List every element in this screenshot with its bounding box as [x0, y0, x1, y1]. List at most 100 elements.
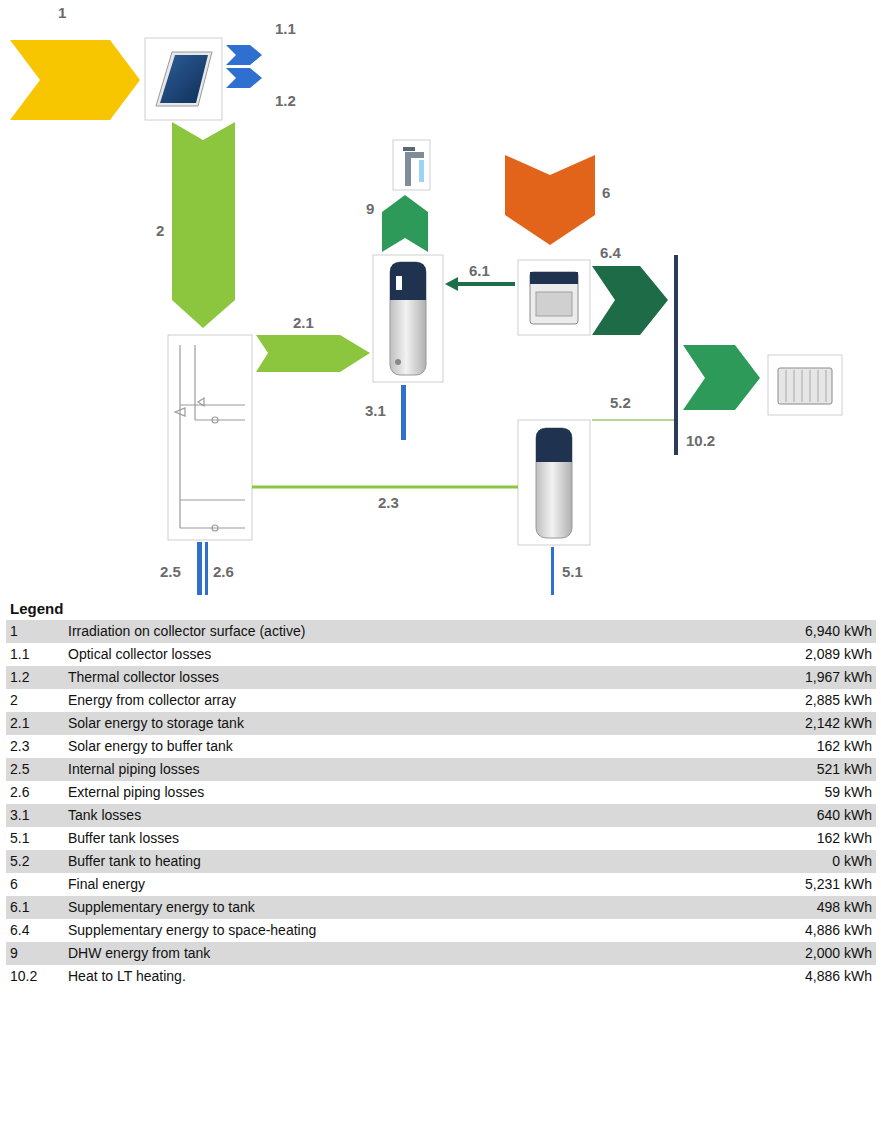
buffer-tank-frame — [518, 420, 590, 545]
final-energy-arrow — [505, 155, 595, 245]
table-description: External piping losses — [68, 781, 204, 804]
table-number: 6.1 — [10, 896, 29, 919]
hydraulic-piping — [175, 345, 245, 531]
table-row: 3.1Tank losses640 kWh — [6, 804, 876, 827]
callout-number: 2.6 — [213, 563, 234, 581]
table-row: 2 Energy from collector array 2,885 kWh — [6, 689, 876, 712]
thermal-loss-arrow — [226, 68, 262, 88]
table-description: Solar energy to buffer tank — [68, 735, 233, 758]
table-row: 9DHW energy from tank2,000 kWh — [6, 942, 876, 965]
table-value: 5,231 kWh — [805, 873, 872, 896]
callout-number: 2 — [156, 222, 164, 240]
tap-body — [405, 152, 424, 186]
collector-panel — [160, 55, 208, 103]
table-number: 5.2 — [10, 850, 29, 873]
table-number: 6 — [10, 873, 18, 896]
table-number: 2 — [10, 689, 18, 712]
table-description: Solar energy to storage tank — [68, 712, 244, 735]
table-row: 1Irradiation on collector surface (activ… — [6, 620, 876, 643]
storage-tank-frame — [373, 255, 443, 382]
table-row: 6.4Supplementary energy to space-heating… — [6, 919, 876, 942]
tap-water — [419, 160, 424, 182]
table-description: Supplementary energy to tank — [68, 896, 255, 919]
table-row: 2.3Solar energy to buffer tank162 kWh — [6, 735, 876, 758]
internal-piping-loss-bar — [197, 542, 202, 595]
callout-number: 9 — [366, 200, 374, 218]
table-value: 640 kWh — [817, 804, 872, 827]
boiler-body — [530, 272, 578, 324]
callout-number: 6.1 — [469, 262, 490, 280]
storage-tank-display — [396, 276, 402, 290]
table-description: Supplementary energy to space-heating — [68, 919, 316, 942]
optical-loss-arrow — [226, 45, 262, 65]
buffer-loss-bar — [551, 547, 554, 595]
buffer-tank-body — [536, 428, 572, 538]
table-row: 2.5 Internal piping losses 521 kWh — [6, 758, 876, 781]
table-number: 2.6 — [10, 781, 29, 804]
table-number: 2.5 — [10, 758, 29, 781]
table-description: DHW energy from tank — [68, 942, 210, 965]
table-row: 6.1 Supplementary energy to tank 498 kWh — [6, 896, 876, 919]
callout-number: 1 — [58, 4, 66, 22]
callout-number: 3.1 — [365, 402, 386, 420]
supplementary-to-tank-line — [456, 282, 515, 286]
table-description: Thermal collector losses — [68, 666, 219, 689]
radiator-frame — [768, 355, 842, 415]
table-value: 498 kWh — [817, 896, 872, 919]
energy-flow-art — [0, 0, 881, 600]
table-row: 2.1 Solar energy to storage tank 2,142 kWh — [6, 712, 876, 735]
collector-frame — [145, 38, 222, 120]
table-description: Tank losses — [68, 804, 141, 827]
heat-to-heating-arrow — [683, 345, 760, 410]
boiler-panel — [530, 272, 578, 284]
table-row: 10.2Heat to LT heating.4,886 kWh — [6, 965, 876, 988]
table-number: 2.1 — [10, 712, 29, 735]
table-value: 2,142 kWh — [805, 712, 872, 735]
collector-energy-arrow — [172, 122, 235, 328]
collector-panel-edge — [156, 52, 212, 106]
callout-number: 6 — [602, 184, 610, 202]
table-value: 6,940 kWh — [805, 620, 872, 643]
buffer-to-heating-line — [592, 419, 674, 421]
table-number: 10.2 — [10, 965, 37, 988]
table-description: Energy from collector array — [68, 689, 236, 712]
table-description: Buffer tank to heating — [68, 850, 201, 873]
storage-tank-body — [390, 262, 426, 375]
table-value: 0 kWh — [832, 850, 872, 873]
table-number: 1.2 — [10, 666, 29, 689]
callout-number: 1.1 — [275, 20, 296, 38]
storage-tank-port — [395, 359, 401, 365]
table-row: 5.2 Buffer tank to heating 0 kWh — [6, 850, 876, 873]
heating-manifold — [674, 255, 678, 455]
callout-number: 5.1 — [562, 563, 583, 581]
boiler-frame — [518, 260, 590, 335]
table-value: 162 kWh — [817, 735, 872, 758]
radiator-body — [778, 368, 832, 404]
supplementary-to-tank-head — [445, 277, 458, 291]
table-row: 5.1Buffer tank losses162 kWh — [6, 827, 876, 850]
solar-to-buffer-line — [252, 486, 518, 489]
table-number: 1.1 — [10, 643, 29, 666]
solar-to-tank-arrow — [256, 335, 370, 372]
table-value: 2,089 kWh — [805, 643, 872, 666]
table-row: 1.2Thermal collector losses1,967 kWh — [6, 666, 876, 689]
table-description: Irradiation on collector surface (active… — [68, 620, 305, 643]
table-description: Internal piping losses — [68, 758, 200, 781]
tap-handle — [403, 147, 415, 151]
supplementary-heating-arrow — [592, 266, 668, 335]
table-value: 59 kWh — [825, 781, 872, 804]
boiler-door — [536, 292, 572, 316]
table-row: 1.1 Optical collector losses 2,089 kWh — [6, 643, 876, 666]
table-row: 2.6 External piping losses 59 kWh — [6, 781, 876, 804]
storage-tank-top — [390, 262, 426, 300]
table-description: Final energy — [68, 873, 145, 896]
table-description: Optical collector losses — [68, 643, 211, 666]
tap-frame — [393, 140, 430, 190]
table-value: 521 kWh — [817, 758, 872, 781]
external-piping-loss-bar — [205, 542, 208, 595]
callout-number: 10.2 — [686, 432, 715, 450]
table-row: 6 Final energy 5,231 kWh — [6, 873, 876, 896]
table-description: Heat to LT heating. — [68, 965, 186, 988]
hydraulic-station-frame — [168, 335, 252, 540]
table-value: 2,885 kWh — [805, 689, 872, 712]
